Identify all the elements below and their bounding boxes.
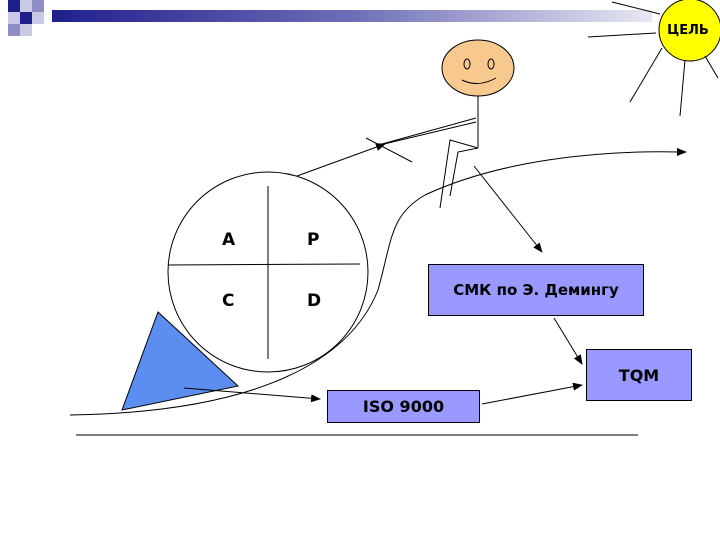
sun — [587, 0, 720, 117]
person-eye-right — [487, 58, 495, 70]
improvement-curve — [69, 151, 681, 416]
tqm-box: TQM — [586, 349, 692, 401]
pdca-horizontal-divider — [167, 263, 361, 266]
person-hand — [365, 137, 413, 163]
person-to-smk-arrow — [473, 165, 543, 253]
iso-box: ISO 9000 — [327, 390, 480, 423]
header-square — [20, 12, 32, 24]
sun-ray — [611, 1, 661, 15]
sun-ray — [704, 55, 719, 79]
pdca-label-a: A — [222, 230, 236, 250]
smk-to-tqm-arrow — [553, 317, 583, 365]
pdca-label-p: P — [307, 230, 319, 250]
person-arm — [383, 121, 477, 145]
pdca-label-c: C — [222, 291, 234, 311]
sun-disc — [658, 0, 720, 62]
header-square — [8, 24, 20, 36]
header-square — [8, 0, 20, 12]
pdca-label-d: D — [307, 291, 321, 311]
sun-ray — [679, 59, 686, 117]
header-decoration — [0, 0, 720, 40]
header-square — [32, 12, 44, 24]
goal-label: ЦЕЛЬ — [667, 22, 709, 38]
person-figure — [365, 39, 515, 209]
person-leg — [439, 139, 479, 209]
header-square — [8, 12, 20, 24]
person-arm — [381, 117, 477, 145]
header-square — [20, 0, 32, 12]
pdca-circle: A P C D — [167, 171, 369, 373]
sun-ray — [587, 32, 657, 38]
person-head — [441, 39, 515, 97]
sun-ray — [629, 47, 663, 103]
wedge-to-iso-arrow — [183, 387, 321, 403]
header-square — [20, 24, 32, 36]
person-eye-left — [463, 58, 471, 70]
person-mouth — [461, 77, 497, 84]
wedge-triangle — [121, 311, 240, 411]
iso-to-tqm-arrow — [481, 382, 583, 405]
smk-box: СМК по Э. Демингу — [428, 264, 644, 316]
header-bar — [52, 10, 652, 22]
header-square — [32, 0, 44, 12]
